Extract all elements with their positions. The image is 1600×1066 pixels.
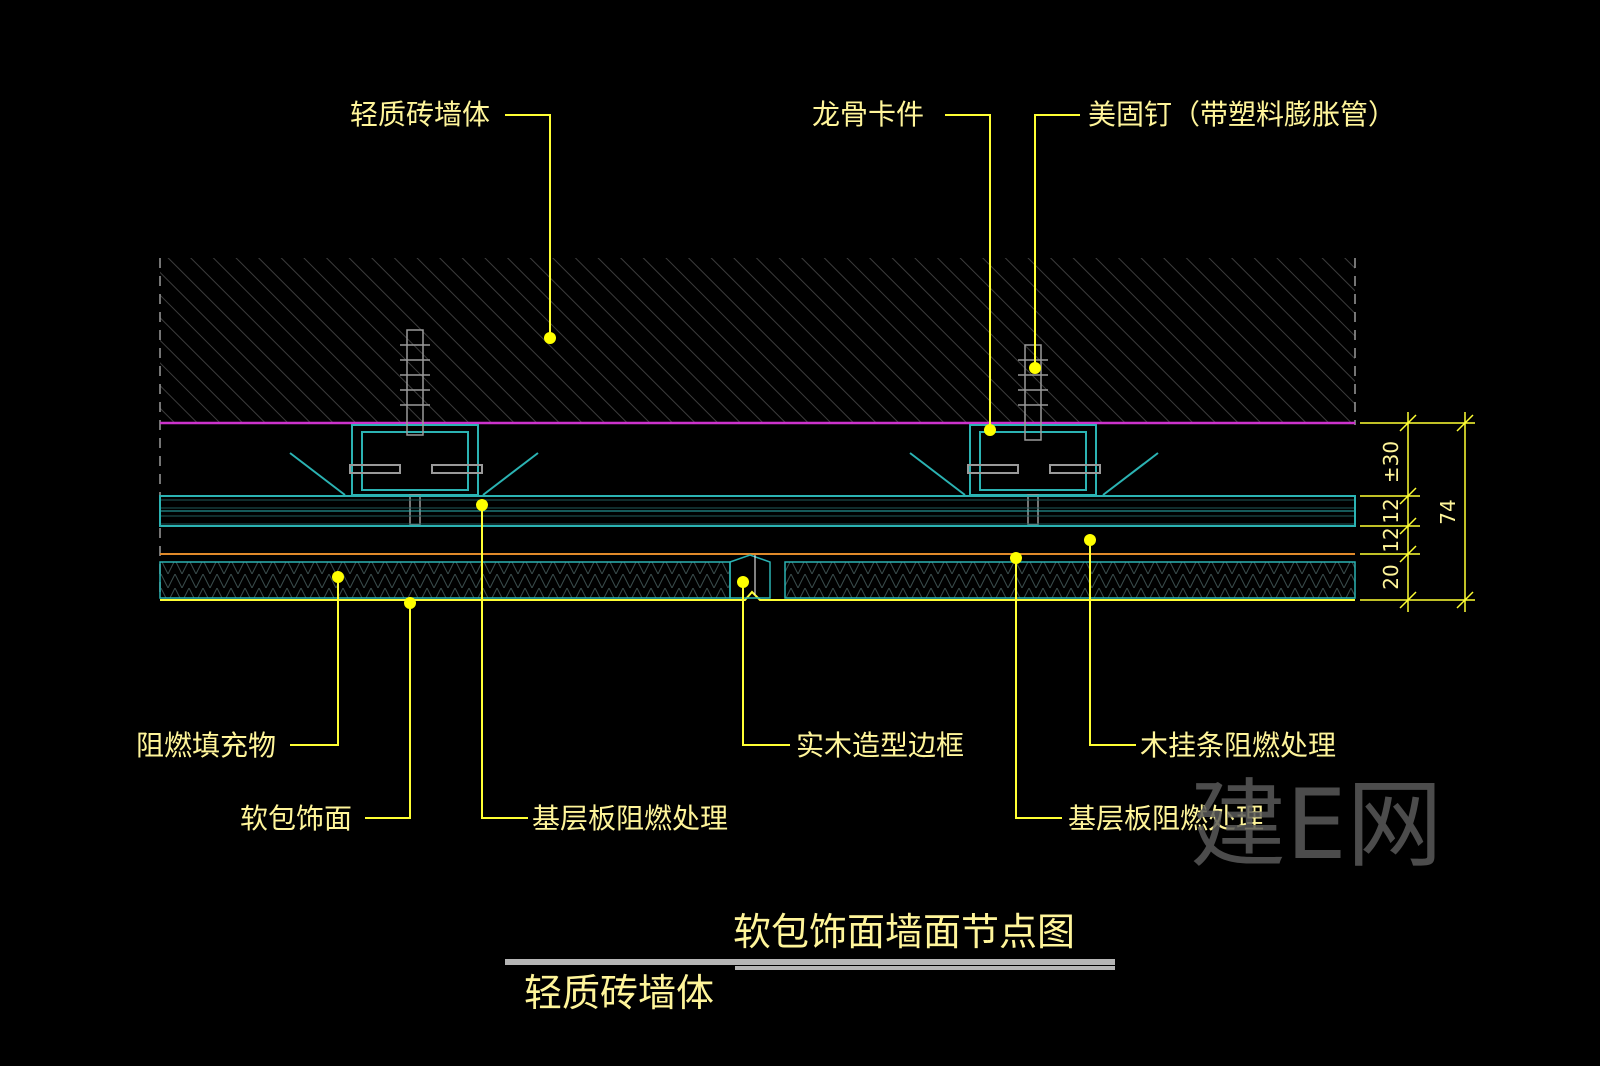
soft-face-line [160, 590, 1355, 601]
dim-12-a: 12 [1379, 498, 1403, 523]
label-brick-wall: 轻质砖墙体 [350, 98, 490, 131]
leader-lines [290, 114, 1136, 819]
dim-12-b: 12 [1379, 527, 1403, 552]
dim-total-74: 74 [1436, 499, 1460, 524]
label-soft-face: 软包饰面 [240, 802, 352, 835]
title-block [505, 959, 1115, 970]
label-base-board-left: 基层板阻燃处理 [532, 802, 728, 835]
label-anchor-nail: 美固钉（带塑料膨胀管） [1088, 98, 1396, 131]
label-fire-filler: 阻燃填充物 [136, 729, 276, 762]
dim-20: 20 [1379, 564, 1403, 589]
label-wood-strip: 木挂条阻燃处理 [1140, 729, 1336, 762]
drawing-subtitle: 轻质砖墙体 [524, 971, 714, 1015]
label-base-board-right: 基层板阻燃处理 [1068, 802, 1264, 835]
soft-panel-layer [159, 553, 1356, 601]
wood-frame-profile [729, 554, 771, 599]
drawing-title: 软包饰面墙面节点图 [733, 910, 1075, 954]
dimension-chain [1360, 412, 1475, 612]
label-wood-frame: 实木造型边框 [796, 729, 964, 762]
leader-dots [332, 332, 1096, 609]
dim-plus-minus-30: ±30 [1379, 441, 1403, 483]
base-board-layer [159, 495, 1356, 527]
keel-clip-right [909, 424, 1159, 496]
brick-wall-section [159, 258, 1356, 598]
watermark-logo: 建E网 [1190, 769, 1443, 881]
label-keel-clip: 龙骨卡件 [812, 98, 924, 131]
